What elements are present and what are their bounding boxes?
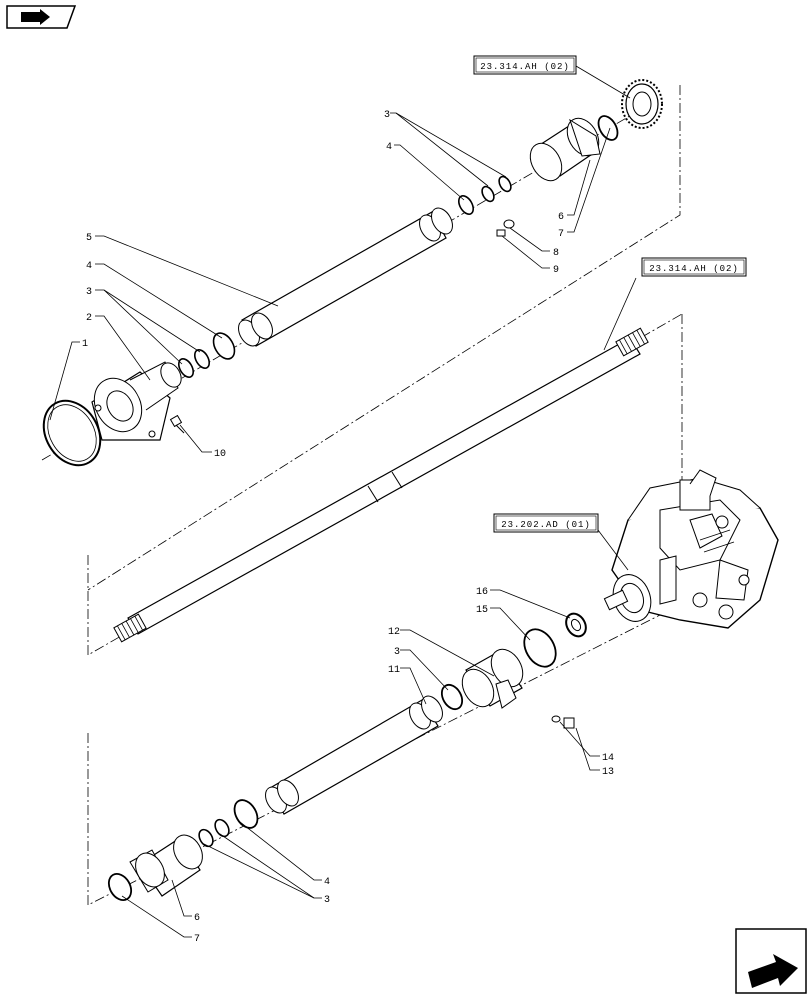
callout-10: 10 <box>214 449 226 460</box>
ref-box-gearbox[interactable]: 23.202.AD (01) <box>493 513 599 533</box>
ref-box-top[interactable]: 23.314.AH (02) <box>473 55 577 75</box>
sleeve-6 <box>529 117 601 182</box>
callout-15: 15 <box>476 605 488 616</box>
callout-12: 12 <box>388 627 400 638</box>
tube-11 <box>265 695 443 815</box>
sleeve-12 <box>461 648 524 709</box>
callout-3: 3 <box>384 110 390 121</box>
callout-3: 3 <box>394 647 400 658</box>
callout-11: 11 <box>388 665 400 676</box>
flange-housing <box>91 361 182 441</box>
bolt-10 <box>169 414 185 434</box>
callout-7: 7 <box>194 934 200 945</box>
callout-3: 3 <box>324 895 330 906</box>
callout-7: 7 <box>558 229 564 240</box>
callout-13: 13 <box>602 767 614 778</box>
callout-9: 9 <box>553 265 559 276</box>
ref-text-top: 23.314.AH (02) <box>480 62 570 72</box>
callouts: 3 4 5 4 3 2 1 10 6 7 8 9 16 15 12 3 11 1… <box>82 110 614 945</box>
book-arrow-icon[interactable] <box>6 5 77 29</box>
next-page-arrow-icon[interactable] <box>735 928 807 994</box>
callout-4: 4 <box>86 261 92 272</box>
ref-text-gearbox: 23.202.AD (01) <box>501 520 591 530</box>
sleeve-6-lower <box>129 834 203 897</box>
callout-8: 8 <box>553 248 559 259</box>
bolt-8-9 <box>496 219 515 237</box>
bolt-13-14 <box>551 715 575 729</box>
upper-shaft-assembly <box>42 79 663 467</box>
ref-box-middle[interactable]: 23.314.AH (02) <box>641 257 747 277</box>
gearbox-housing <box>603 469 779 629</box>
callout-4: 4 <box>324 877 330 888</box>
callout-2: 2 <box>86 313 92 324</box>
gear-top <box>621 79 663 129</box>
ref-text-middle: 23.314.AH (02) <box>649 264 739 274</box>
tube-5 <box>238 207 453 347</box>
callout-14: 14 <box>602 753 614 764</box>
callout-4: 4 <box>386 142 392 153</box>
leader-lines <box>49 65 637 938</box>
callout-5: 5 <box>86 233 92 244</box>
long-shaft <box>113 327 649 643</box>
callout-3: 3 <box>86 287 92 298</box>
callout-16: 16 <box>476 587 488 598</box>
callout-6: 6 <box>558 212 564 223</box>
callout-1: 1 <box>82 339 88 350</box>
callout-6: 6 <box>194 913 200 924</box>
lower-shaft-assembly <box>107 612 587 902</box>
